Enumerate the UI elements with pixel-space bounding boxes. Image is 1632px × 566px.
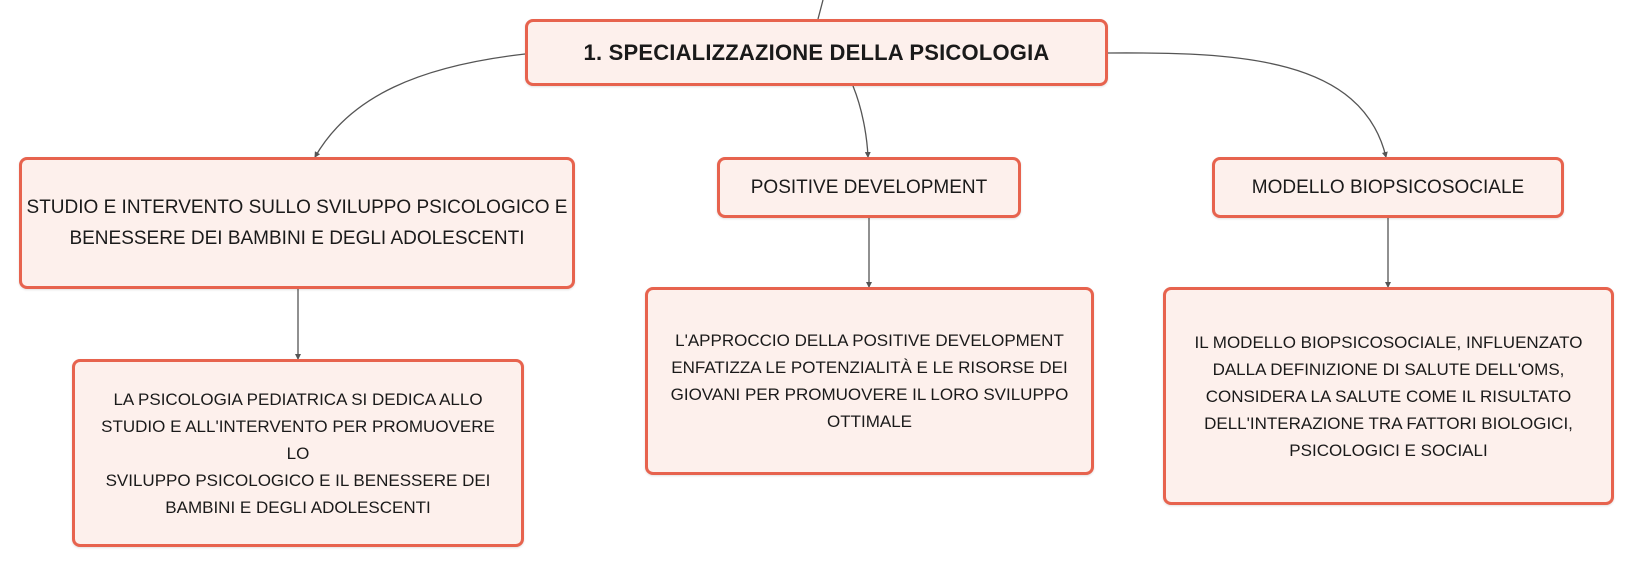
text-line: OTTIMALE [826,412,912,431]
text-line: BAMBINI E DEGLI ADOLESCENTI [165,497,431,517]
connector-incoming-root [817,0,824,20]
node-studio-intervento-text: STUDIO E INTERVENTO SULLO SVILUPPO PSICO… [27,192,568,254]
text-line: PSICOLOGICI E SOCIALI [1289,440,1488,460]
text-line: DELL'INTERAZIONE TRA FATTORI BIOLOGICI, [1204,413,1573,433]
connector-root-modello [1107,52,1388,158]
text-line: DALLA DEFINIZIONE DI SALUTE DELL'OMS, [1212,359,1565,379]
text-line: STUDIO E INTERVENTO SULLO SVILUPPO PSICO… [26,197,568,218]
root-node[interactable]: 1. SPECIALIZZAZIONE DELLA PSICOLOGIA [525,19,1108,86]
text-line: ENFATIZZA LE POTENZIALITÀ E LE RISORSE D… [671,358,1068,377]
text-line: STUDIO E ALL'INTERVENTO PER PROMUOVERE L… [101,416,495,463]
text-line: IL MODELLO BIOPSICOSOCIALE, INFLUENZATO [1194,332,1583,352]
node-positive-development[interactable]: POSITIVE DEVELOPMENT [717,157,1021,218]
root-node-label: 1. SPECIALIZZAZIONE DELLA PSICOLOGIA [583,39,1050,65]
text-line: GIOVANI PER PROMUOVERE IL LORO SVILUPPO [670,385,1069,404]
text-line: CONSIDERA LA SALUTE COME IL RISULTATO [1205,386,1572,406]
connector-root-studio [314,53,526,158]
node-modello-biopsicosociale[interactable]: MODELLO BIOPSICOSOCIALE [1212,157,1564,218]
node-modello-biopsicosociale-detail[interactable]: IL MODELLO BIOPSICOSOCIALE, INFLUENZATO … [1163,287,1614,505]
node-modello-biopsicosociale-label: MODELLO BIOPSICOSOCIALE [1251,177,1525,198]
text-line: LA PSICOLOGIA PEDIATRICA SI DEDICA ALLO [113,389,483,409]
text-line: BENESSERE DEI BAMBINI E DEGLI ADOLESCENT… [69,228,525,249]
node-psicologia-pediatrica[interactable]: LA PSICOLOGIA PEDIATRICA SI DEDICA ALLO … [72,359,524,547]
node-positive-development-label: POSITIVE DEVELOPMENT [750,177,988,198]
node-approccio-positive-development[interactable]: L'APPROCCIO DELLA POSITIVE DEVELOPMENT E… [645,287,1094,475]
node-psicologia-pediatrica-text: LA PSICOLOGIA PEDIATRICA SI DEDICA ALLO … [91,386,505,521]
text-line: L'APPROCCIO DELLA POSITIVE DEVELOPMENT [675,331,1064,350]
node-approccio-positive-development-text: L'APPROCCIO DELLA POSITIVE DEVELOPMENT E… [671,327,1069,435]
node-studio-intervento[interactable]: STUDIO E INTERVENTO SULLO SVILUPPO PSICO… [19,157,575,289]
text-line: SVILUPPO PSICOLOGICO E IL BENESSERE DEI [105,470,491,490]
node-modello-biopsicosociale-detail-text: IL MODELLO BIOPSICOSOCIALE, INFLUENZATO … [1195,329,1583,464]
connector-root-positive [852,85,871,158]
